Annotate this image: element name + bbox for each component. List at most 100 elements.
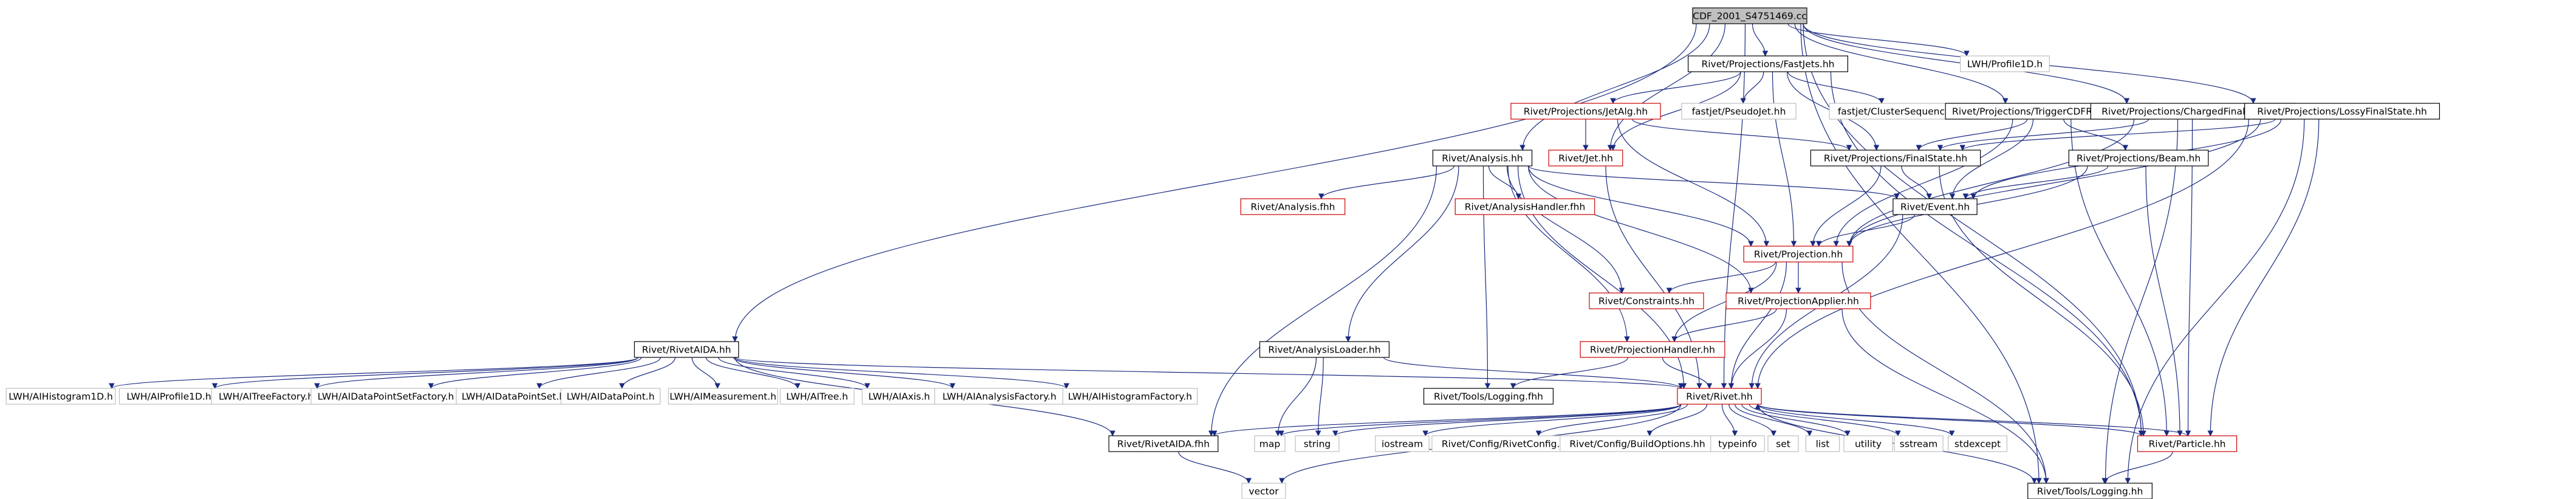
node-papplier[interactable]: Rivet/ProjectionApplier.hh [1725,292,1871,309]
node-box [1589,292,1704,309]
node-constraints[interactable]: Rivet/Constraints.hh [1589,292,1704,309]
node-jetalg[interactable]: Rivet/Projections/JetAlg.hh [1510,103,1661,120]
node-lwh-p1d[interactable]: LWH/AIProfile1D.h [118,388,219,405]
node-lwh-axis[interactable]: LWH/AIAxis.h [862,388,937,405]
node-lwh-tree[interactable]: LWH/AITree.h [779,388,855,405]
node-label: map [1259,439,1280,450]
edge-lossy-to-projection [1846,119,2261,247]
node-box [1688,55,1848,72]
node-aloader[interactable]: Rivet/AnalysisLoader.hh [1259,341,1390,358]
node-root[interactable]: CDF_2001_S4751469.cc [1692,7,1807,24]
edge-projection-to-rivet [1728,261,1787,389]
node-analysis-fhh[interactable]: Rivet/Analysis.fhh [1240,198,1346,215]
node-box [1725,292,1871,309]
node-set[interactable]: set [1767,435,1799,452]
edge-fastjets-to-particle [1830,71,2145,436]
edge-aloader-to-rivet [1383,357,1684,389]
node-label: Rivet/Constraints.hh [1598,296,1694,307]
edge-particle-to-rivet [1755,404,2188,436]
edge-rivet-to-utility [1741,404,1851,436]
node-phandler[interactable]: Rivet/ProjectionHandler.hh [1580,341,1725,358]
edge-analysis-to-constraints [1506,165,1625,294]
edge-rivet-to-stdexcept [1757,404,1955,436]
node-ahandler-fhh[interactable]: Rivet/AnalysisHandler.fhh [1454,198,1595,215]
node-box [1510,103,1661,120]
edge-analysis-to-aloader [1345,165,1459,342]
edge-root-to-trigger [1794,23,2009,104]
node-beam[interactable]: Rivet/Projections/Beam.hh [2068,150,2209,167]
node-particle[interactable]: Rivet/Particle.hh [2137,435,2238,452]
node-box [1254,435,1286,452]
edge-rivetaida-to-lwh-tf [314,357,639,389]
node-box [5,388,116,405]
edge-analysis-to-rivetaida-fhh [1208,165,1437,436]
node-box [1560,435,1715,452]
edge-event-to-projection [1816,214,1915,247]
node-logging-hh[interactable]: Rivet/Tools/Logging.hh [2027,483,2153,499]
node-lwh-profile-top[interactable]: LWH/Profile1D.h [1960,55,2050,72]
node-rivetaida[interactable]: Rivet/RivetAIDA.hh [634,341,739,358]
node-box [1108,435,1219,452]
edge-rivet-to-typeinfo [1721,404,1738,436]
node-fj-pseudo[interactable]: fastjet/PseudoJet.hh [1681,103,1797,120]
node-lwh-tf[interactable]: LWH/AITreeFactory.h [211,388,321,405]
node-buildopts[interactable]: Rivet/Config/BuildOptions.hh [1560,435,1715,452]
node-box [634,341,739,358]
node-lwh-h1d[interactable]: LWH/AIHistogram1D.h [5,388,116,405]
node-box [1894,435,1944,452]
node-box [1375,435,1430,452]
node-label: Rivet/Projection.hh [1754,249,1843,260]
node-lwh-af[interactable]: LWH/AIAnalysisFactory.h [934,388,1065,405]
edge-fastjets-to-projection [1772,71,1797,247]
node-string[interactable]: string [1295,435,1340,452]
node-lwh-dp[interactable]: LWH/AIDataPoint.h [560,388,661,405]
node-vector[interactable]: vector [1241,483,1286,499]
node-logging-fhh[interactable]: Rivet/Tools/Logging.fhh [1423,388,1554,405]
node-rivet[interactable]: Rivet/Rivet.hh [1677,388,1762,405]
edge-rivetaida-to-lwh-p1d [212,357,639,389]
edge-trigger-to-particle [2071,119,2170,436]
node-stdexcept[interactable]: stdexcept [1948,435,2007,452]
node-projection[interactable]: Rivet/Projection.hh [1743,246,1854,263]
edge-fastjets-to-jet [1610,71,1741,151]
node-typeinfo[interactable]: typeinfo [1710,435,1765,452]
node-lwh-meas[interactable]: LWH/AIMeasurement.h [668,388,778,405]
node-label: Rivet/Analysis.hh [1442,153,1523,164]
edge-finalstate-to-projection [1810,165,1882,247]
node-box [1423,388,1554,405]
node-label: Rivet/Config/RivetConfig.hh [1442,439,1572,450]
node-lwh-dpsf[interactable]: LWH/AIDataPointSetFactory.h [310,388,461,405]
node-iostream[interactable]: iostream [1375,435,1430,452]
node-lwh-dps[interactable]: LWH/AIDataPointSet.h [456,388,571,405]
edge-analysis-to-papplier [1527,165,1754,294]
node-analysis[interactable]: Rivet/Analysis.hh [1432,150,1533,167]
node-box [1432,150,1533,167]
node-box [1692,7,1807,24]
node-box [310,388,461,405]
edge-rivet-to-iostream [1422,404,1682,436]
edge-root-to-rivet [1721,23,1746,389]
node-box [456,388,571,405]
node-label: Rivet/RivetAIDA.fhh [1117,439,1210,450]
node-rivetaida-fhh[interactable]: Rivet/RivetAIDA.fhh [1108,435,1219,452]
edge-rivetaida-to-lwh-h1d [109,357,639,389]
node-box [1431,435,1582,452]
edge-trigger-to-beam [2063,119,2129,151]
node-map[interactable]: map [1254,435,1286,452]
edge-rivet-to-rivetaida-fhh [1211,404,1682,436]
node-list[interactable]: list [1805,435,1840,452]
node-event[interactable]: Rivet/Event.hh [1893,198,1978,215]
node-fastjets[interactable]: Rivet/Projections/FastJets.hh [1688,55,1848,72]
node-sstream[interactable]: sstream [1894,435,1944,452]
node-utility[interactable]: utility [1843,435,1893,452]
node-lossy[interactable]: Rivet/Projections/LossyFinalState.hh [2244,103,2441,120]
node-lwh-hf[interactable]: LWH/AIHistogramFactory.h [1062,388,1198,405]
node-jet[interactable]: Rivet/Jet.hh [1548,150,1623,167]
node-finalstate[interactable]: Rivet/Projections/FinalState.hh [1810,150,1981,167]
node-label: Rivet/Event.hh [1900,202,1970,213]
node-rivetconfig[interactable]: Rivet/Config/RivetConfig.hh [1431,435,1582,452]
edge-root-to-rivetaida [731,23,1697,342]
edge-analysis-to-analysis-fhh [1318,165,1454,199]
node-box [934,388,1065,405]
